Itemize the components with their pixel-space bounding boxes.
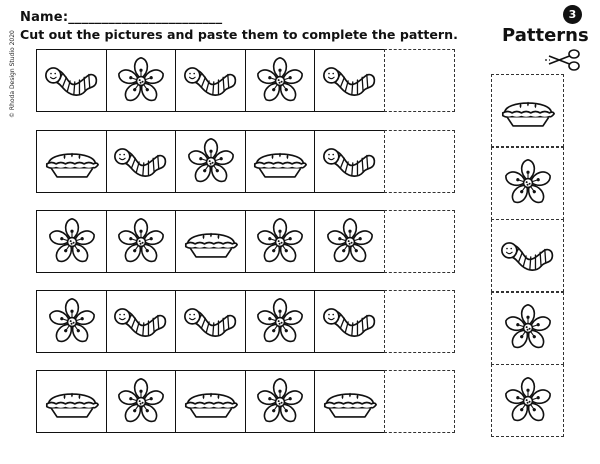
cutout-card[interactable] <box>491 74 564 147</box>
pattern-cell <box>36 210 107 273</box>
flower-icon <box>500 376 556 426</box>
pie-icon <box>183 217 239 267</box>
pie-icon <box>183 377 239 427</box>
pattern-row <box>36 49 468 112</box>
worm-icon <box>113 297 169 347</box>
flower-icon <box>252 56 308 106</box>
cutout-card[interactable] <box>491 146 564 220</box>
pattern-cell <box>36 370 107 433</box>
flower-icon <box>252 377 308 427</box>
pattern-cell <box>244 210 316 273</box>
cutout-card[interactable] <box>491 219 564 292</box>
pattern-cell <box>244 130 316 193</box>
flower-icon <box>113 377 169 427</box>
answer-box[interactable] <box>384 210 456 273</box>
pattern-cell <box>105 49 177 112</box>
cutout-card[interactable] <box>491 364 564 437</box>
copyright-text: © Rhoda Design Studio 2020 <box>9 30 16 118</box>
cutout-card[interactable] <box>491 291 564 365</box>
flower-icon <box>113 217 169 267</box>
page-title: Patterns <box>502 25 589 46</box>
pie-icon <box>500 86 556 136</box>
pattern-cell <box>105 130 177 193</box>
worm-icon <box>322 56 378 106</box>
pattern-row <box>36 130 468 193</box>
pattern-cell <box>36 130 107 193</box>
flower-icon <box>183 137 239 187</box>
scissors-icon <box>545 49 580 71</box>
worm-icon <box>113 137 169 187</box>
worm-icon <box>44 56 100 106</box>
cutout-column <box>491 74 564 437</box>
pie-icon <box>44 137 100 187</box>
answer-box[interactable] <box>384 290 456 353</box>
pattern-cell <box>105 370 177 433</box>
pattern-cell <box>314 210 386 273</box>
pattern-cell <box>314 49 386 112</box>
pattern-cell <box>244 49 316 112</box>
pie-icon <box>252 137 308 187</box>
pattern-cell <box>314 290 386 353</box>
pattern-cell <box>175 290 247 353</box>
pattern-row <box>36 370 468 433</box>
pattern-cell <box>314 370 386 433</box>
pattern-row <box>36 290 468 353</box>
worm-icon <box>183 56 239 106</box>
answer-box[interactable] <box>384 130 456 193</box>
name-line: Name:_______________________ <box>20 10 223 25</box>
flower-icon <box>44 217 100 267</box>
pattern-cell <box>175 49 247 112</box>
worm-icon <box>322 137 378 187</box>
pattern-cell <box>105 290 177 353</box>
pie-icon <box>322 377 378 427</box>
flower-icon <box>500 303 556 353</box>
pattern-row <box>36 210 468 273</box>
pattern-cell <box>36 49 107 112</box>
flower-icon <box>44 297 100 347</box>
flower-icon <box>252 217 308 267</box>
pattern-cell <box>244 290 316 353</box>
page-number-badge: 3 <box>563 5 582 24</box>
flower-icon <box>113 56 169 106</box>
worm-icon <box>500 231 556 281</box>
flower-icon <box>322 217 378 267</box>
pattern-cell <box>105 210 177 273</box>
worm-icon <box>183 297 239 347</box>
pattern-cell <box>314 130 386 193</box>
pattern-cell <box>244 370 316 433</box>
pie-icon <box>44 377 100 427</box>
answer-box[interactable] <box>384 370 456 433</box>
answer-box[interactable] <box>384 49 456 112</box>
pattern-cell <box>36 290 107 353</box>
instructions-text: Cut out the pictures and paste them to c… <box>20 27 458 42</box>
flower-icon <box>500 158 556 208</box>
pattern-cell <box>175 370 247 433</box>
worm-icon <box>322 297 378 347</box>
flower-icon <box>252 297 308 347</box>
pattern-cell <box>175 210 247 273</box>
pattern-cell <box>175 130 247 193</box>
